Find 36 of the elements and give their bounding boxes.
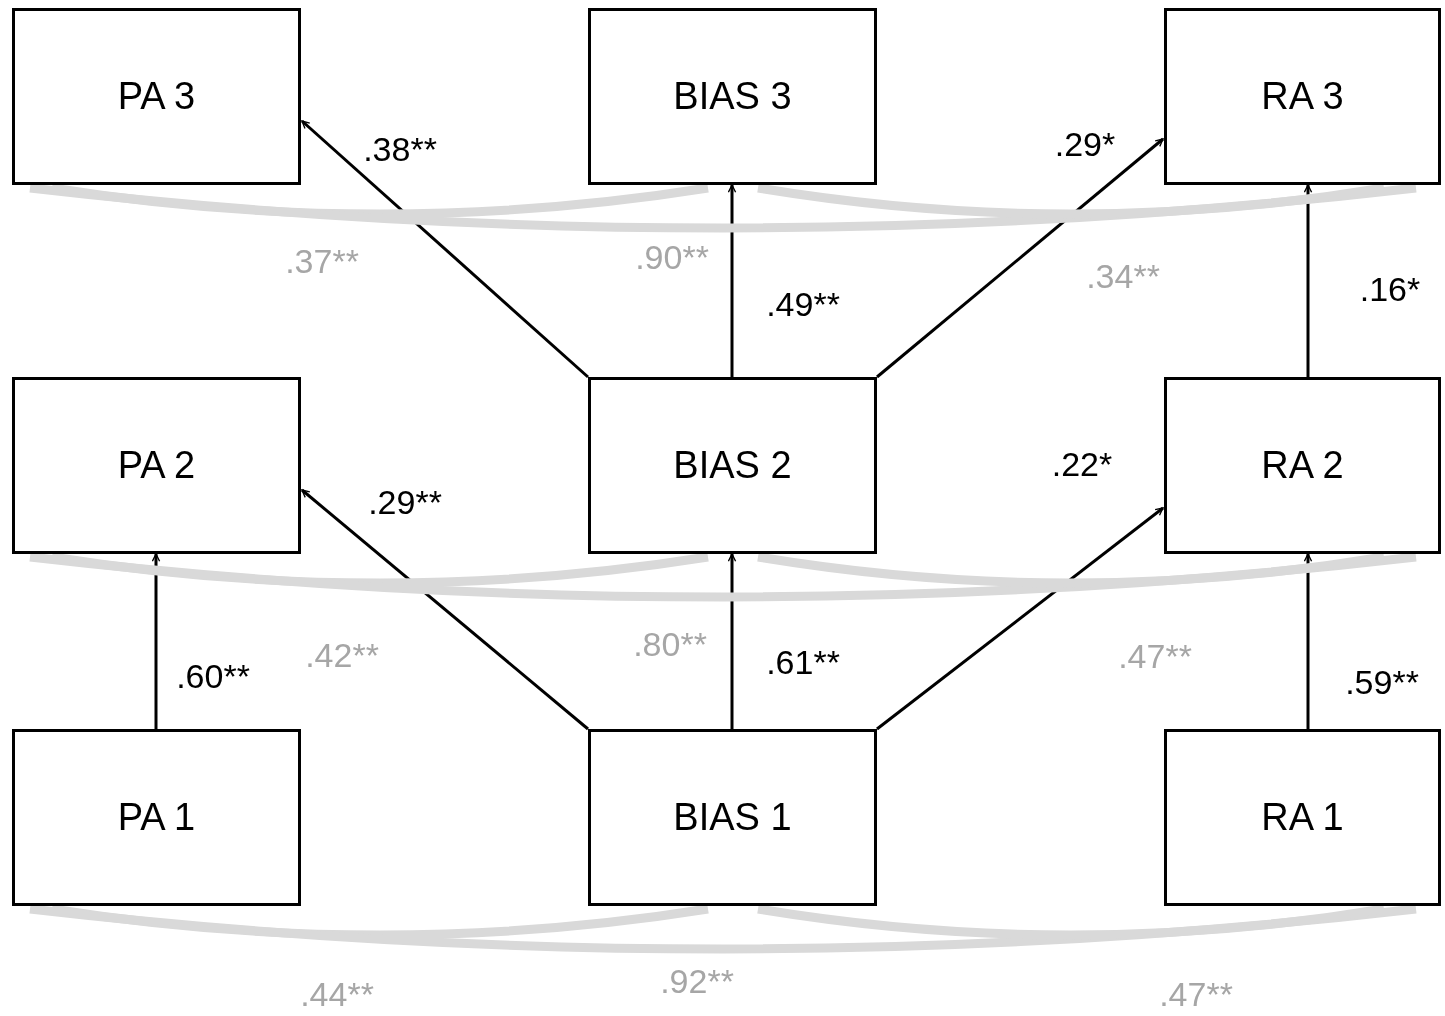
variable-name: BIAS 3 — [673, 75, 792, 118]
variable-name: PA 3 — [117, 75, 196, 118]
variable-name: PA 2 — [117, 444, 196, 487]
correlation-arc — [757, 552, 1385, 588]
path-arrow — [151, 553, 161, 729]
variable-box — [1164, 729, 1441, 906]
variable-name: BIAS 2 — [673, 444, 792, 487]
path-arrow — [301, 488, 589, 731]
variable-box — [588, 8, 877, 185]
variable-box — [588, 729, 877, 906]
correlation-arc — [29, 904, 1417, 954]
variable-name: PA 1 — [117, 796, 196, 839]
correlation-arc — [29, 183, 1417, 233]
correlation-arc — [51, 904, 709, 940]
path-arrow — [301, 119, 589, 379]
variable-box — [12, 729, 301, 906]
variable-box — [12, 377, 301, 554]
variable-name: RA 2 — [1261, 444, 1344, 487]
variable-box — [588, 377, 877, 554]
correlation-arc — [29, 552, 1417, 602]
correlation-arc — [757, 183, 1385, 219]
variable-box — [1164, 8, 1441, 185]
correlation-arc — [51, 183, 709, 219]
path-arrow — [1303, 553, 1313, 729]
path-arrow — [727, 553, 737, 729]
correlation-arc — [757, 904, 1385, 940]
variable-name: BIAS 1 — [673, 796, 792, 839]
variable-name: RA 1 — [1261, 796, 1344, 839]
path-arrow — [876, 137, 1164, 379]
variable-name: RA 3 — [1261, 75, 1344, 118]
path-arrow — [876, 506, 1164, 731]
path-arrow — [1303, 184, 1313, 377]
correlation-arc — [51, 552, 709, 588]
path-arrow — [727, 184, 737, 377]
variable-box — [12, 8, 301, 185]
variable-box — [1164, 377, 1441, 554]
